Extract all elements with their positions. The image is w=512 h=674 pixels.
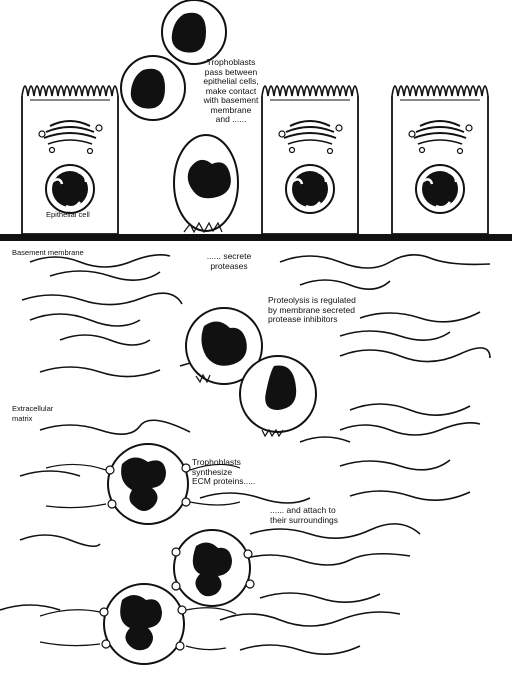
- trophoblast-ecm-2: [172, 530, 254, 606]
- epithelial-cell-right: [392, 86, 488, 234]
- label-epithelial-cell: Epithelial cell: [46, 210, 90, 220]
- trophoblast-proteolysis-2: [240, 356, 316, 436]
- label-secrete-proteases: ...... secrete proteases: [184, 252, 274, 271]
- label-basement-membrane: Basement membrane: [12, 248, 84, 258]
- trophoblast-at-membrane: [174, 135, 238, 232]
- label-extracellular-matrix: Extracellular matrix: [12, 404, 53, 423]
- label-attach: ...... and attach to their surroundings: [270, 506, 338, 525]
- label-trophoblasts-pass: Trophoblasts pass between epithelial cel…: [188, 58, 274, 125]
- trophoblast-between-cells: [121, 56, 185, 120]
- trophoblast-top: [162, 0, 226, 64]
- label-synthesize-ecm: Trophoblasts synthesize ECM proteins....…: [192, 458, 255, 487]
- basement-membrane-band: [0, 234, 512, 241]
- epithelial-cell-middle: [262, 86, 358, 234]
- label-proteolysis: Proteolysis is regulated by membrane sec…: [268, 296, 356, 325]
